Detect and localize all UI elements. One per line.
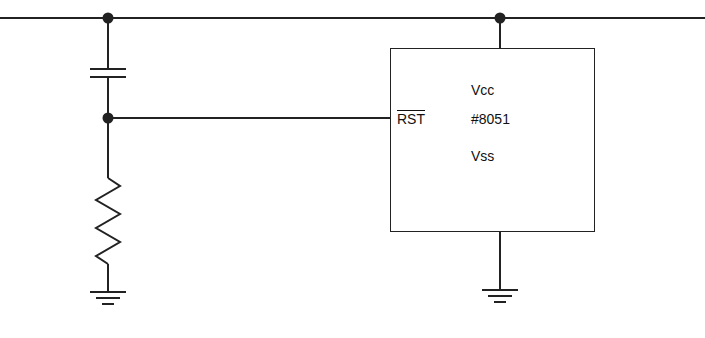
- resistor-lead: [107, 118, 109, 178]
- resistor-lead: [107, 264, 109, 292]
- microcontroller-box: VccRST #8051Vss: [390, 48, 595, 232]
- vss-lead: [499, 232, 501, 290]
- ground-symbol: [494, 301, 506, 303]
- capacitor-lead: [107, 18, 109, 69]
- junction-dot: [103, 13, 114, 24]
- capacitor-lead: [107, 77, 109, 118]
- ground-symbol: [96, 297, 120, 299]
- pin-label: Vcc: [471, 83, 494, 98]
- ground-symbol: [488, 295, 512, 297]
- junction-dot: [103, 113, 114, 124]
- ground-symbol: [482, 289, 518, 291]
- resistor-symbol: [96, 178, 120, 264]
- pin-label: RST: [397, 112, 425, 127]
- junction-dot: [495, 13, 506, 24]
- reset-wire: [108, 117, 390, 119]
- capacitor-plate: [90, 68, 126, 70]
- chip-name: #8051: [471, 112, 510, 127]
- pin-label: Vss: [471, 149, 494, 164]
- ground-symbol: [102, 303, 114, 305]
- ground-symbol: [90, 291, 126, 293]
